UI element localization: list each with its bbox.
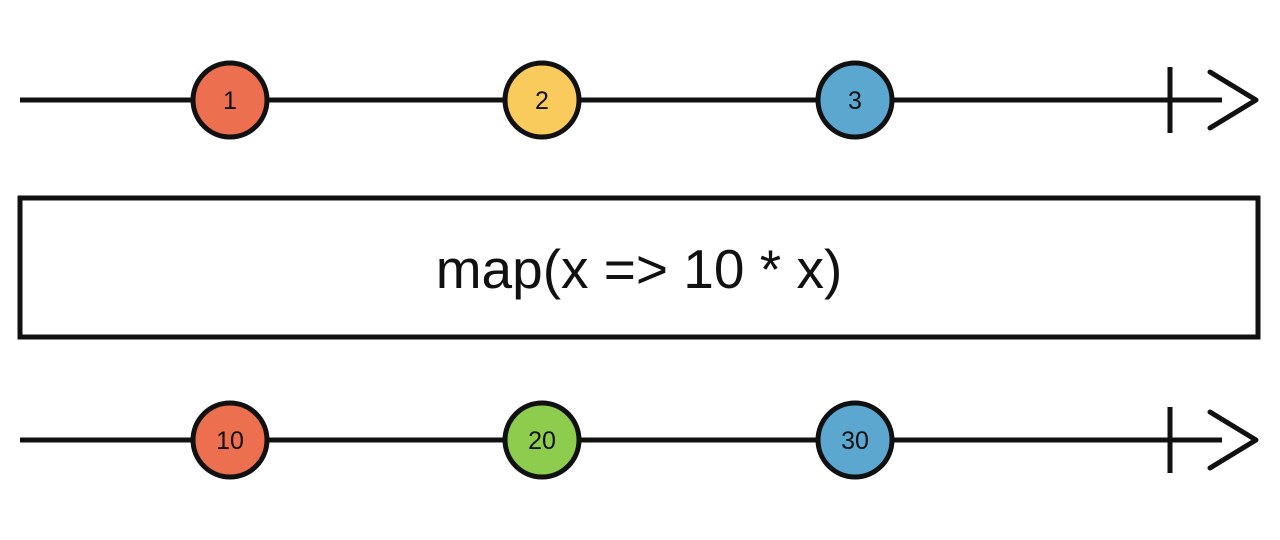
operator-label: map(x => 10 * x) xyxy=(436,238,843,300)
operator-box-outline xyxy=(17,195,1261,340)
source-marble-3[interactable]: 3 xyxy=(815,60,895,140)
source-marble-3-label: 3 xyxy=(848,87,862,115)
result-marble-10[interactable]: 10 xyxy=(190,400,270,480)
result-marble-30-circle xyxy=(815,400,895,480)
source-marble-1[interactable]: 1 xyxy=(190,60,270,140)
source-marble-2-label: 2 xyxy=(535,87,549,115)
source-marble-3-circle xyxy=(815,60,895,140)
result-timeline: 10 20 30 xyxy=(20,400,1259,480)
map-operator-box[interactable]: map(x => 10 * x) xyxy=(17,195,1261,340)
result-marble-10-circle xyxy=(190,400,270,480)
result-marble-30-label: 30 xyxy=(841,427,869,455)
source-marble-2-circle xyxy=(502,60,582,140)
result-marble-10-label: 10 xyxy=(216,427,244,455)
result-arrow-head-icon xyxy=(1207,409,1259,471)
result-marble-20[interactable]: 20 xyxy=(502,400,582,480)
source-marble-1-circle xyxy=(190,60,270,140)
result-marble-20-label: 20 xyxy=(528,427,556,455)
result-marble-30[interactable]: 30 xyxy=(815,400,895,480)
source-marble-1-label: 1 xyxy=(223,87,237,115)
source-arrow-head-icon xyxy=(1207,69,1259,131)
result-marble-20-circle xyxy=(502,400,582,480)
source-timeline: 1 2 3 xyxy=(20,60,1259,140)
source-marble-2[interactable]: 2 xyxy=(502,60,582,140)
